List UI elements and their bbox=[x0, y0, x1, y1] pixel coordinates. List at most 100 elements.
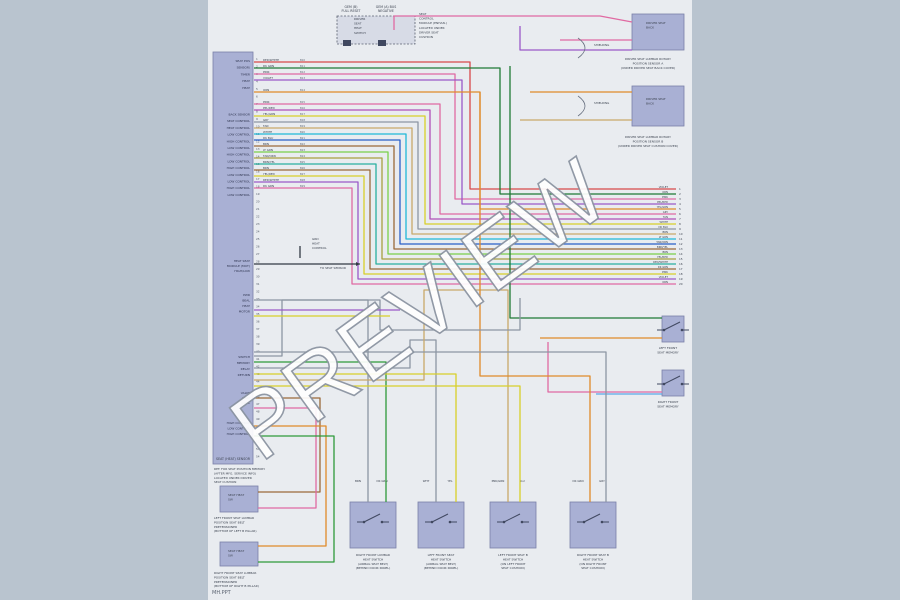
wire-color-label: LT GRN bbox=[263, 148, 273, 152]
bottom-switch-label: SEAT CUSHION) bbox=[581, 566, 605, 570]
pin-number: 38 bbox=[256, 335, 260, 339]
pin-number: 37 bbox=[256, 327, 260, 331]
pin-number: 14 bbox=[256, 155, 260, 159]
top-switch-box-label: SEAT bbox=[419, 12, 427, 16]
wire-to-right-edge bbox=[254, 103, 676, 215]
pin-number: 49 bbox=[256, 417, 260, 421]
left-module-pin-label: LOW CONTROL bbox=[228, 146, 251, 150]
left-module-label: SEAT (HEAT) SENSOR bbox=[216, 457, 251, 461]
wire-bottom-switch-1a bbox=[254, 299, 369, 502]
bottom-switch-wire-label: PNK/GRN bbox=[492, 479, 505, 483]
wire-circuit-label: B24 bbox=[300, 154, 305, 158]
pin-number: 39 bbox=[256, 342, 260, 346]
right-edge-pin: 7 bbox=[679, 217, 681, 221]
right-edge-wire-label: TAN bbox=[663, 215, 668, 219]
wire-circuit-label: B29 bbox=[300, 184, 305, 188]
pin-number: 27 bbox=[256, 252, 260, 256]
pin-number: 28 bbox=[256, 260, 260, 264]
right-switch-b-label: RIGHT FRONT bbox=[658, 400, 679, 404]
wire-top-sensor-b bbox=[519, 26, 632, 51]
twisted-pair-mid bbox=[577, 95, 586, 117]
wire-to-right-edge bbox=[254, 121, 676, 230]
bottom-switch-wire-label: GRY bbox=[599, 479, 605, 483]
wire-color-label: PINK bbox=[263, 70, 270, 74]
wire-bottom-switch-1b bbox=[254, 361, 387, 502]
wire-to-right-edge bbox=[254, 67, 676, 195]
left-module-bottom-pin: HIGH CONTROL bbox=[227, 421, 251, 425]
bottom-switch-label: (BEHIND DOOR PANEL) bbox=[424, 566, 459, 570]
right-edge-pin: 11 bbox=[679, 237, 683, 241]
lower-left-module-b-body bbox=[219, 541, 259, 567]
left-module-pin-label: HEAT bbox=[242, 79, 250, 83]
right-edge-pin: 2 bbox=[679, 192, 681, 196]
left-module-pin-label: LOW CONTROL bbox=[228, 173, 251, 177]
wire-color-label: PPL/RED bbox=[263, 106, 275, 110]
pin-number: 1 bbox=[256, 57, 258, 61]
wire-bottom-switch-3a bbox=[254, 289, 509, 502]
top-switch-box bbox=[336, 15, 416, 45]
left-module-lower-label: RETURN bbox=[238, 373, 250, 377]
left-module-pin-label: SENSOR/ bbox=[237, 66, 251, 70]
wire-circuit-label: B20 bbox=[300, 130, 305, 134]
pin-number: 19 bbox=[256, 192, 260, 196]
pin-number: 47 bbox=[256, 402, 260, 406]
right-edge-wire-label: BRN bbox=[662, 250, 668, 254]
left-module-pin-label: SEAT POS bbox=[236, 59, 251, 63]
bottom-switch-label: (AIRBAG SEAT BELT) bbox=[358, 562, 388, 566]
right-edge-pin: 16 bbox=[679, 262, 683, 266]
wire-circuit-label: B21 bbox=[300, 136, 305, 140]
lower-left-module-b-label: RIGHT FRONT SEAT LUMBAR bbox=[214, 571, 256, 575]
left-module-mid-label: MODULE (MOT) bbox=[227, 264, 250, 268]
left-module-pin-label: HEAT CONTROL bbox=[227, 126, 251, 130]
pin-number: 9 bbox=[256, 117, 258, 121]
left-module-pin-label: BACK SENSOR bbox=[229, 113, 250, 117]
wire-to-right-edge bbox=[254, 169, 676, 270]
right-edge-wire-label: PINK bbox=[662, 270, 668, 274]
wire-to-right-edge bbox=[254, 79, 676, 205]
left-module-pin-label: HIGH CONTROL bbox=[227, 153, 251, 157]
right-module-top-label: (UNDER DRIVER SEAT BACK COVER) bbox=[621, 66, 675, 70]
lower-left-module-b-label: POSITION SEAT BELT bbox=[214, 575, 245, 579]
pin-number: 52 bbox=[256, 440, 260, 444]
wire-color-label: WHITE bbox=[263, 130, 272, 134]
wire-to-right-edge bbox=[254, 61, 676, 190]
right-edge-wire-label: PPL/RED bbox=[657, 200, 668, 204]
wire-to-right-edge bbox=[254, 175, 676, 275]
bottom-note: LOCATED UNDER DRIVER bbox=[214, 476, 252, 480]
wire-circuit-label: B14 bbox=[300, 88, 305, 92]
pin-number: 24 bbox=[256, 230, 260, 234]
right-edge-pin: 13 bbox=[679, 247, 683, 251]
right-edge-wire-label: YEL/RED bbox=[657, 255, 668, 259]
left-module-pin-label: LOW CONTROL bbox=[228, 193, 251, 197]
pin-number: 51 bbox=[256, 432, 260, 436]
wire-color-label: VIOLET bbox=[263, 76, 273, 80]
pin-number: 4 bbox=[256, 80, 258, 84]
wire-right-switch-a bbox=[509, 66, 662, 319]
pin-number: 53 bbox=[256, 447, 260, 451]
wire-to-right-edge bbox=[254, 115, 676, 225]
pin-number: 17 bbox=[256, 177, 260, 181]
right-module-mid-text: BACK bbox=[646, 101, 655, 105]
bottom-switch-label: (ON LEFT FRONT bbox=[500, 562, 525, 566]
bottom-switch-label: RIGHT FRONT SEAT B bbox=[577, 553, 609, 557]
right-edge-wire-label: VIOLET bbox=[659, 185, 669, 189]
top-connector-a-label: GEM (B) bbox=[345, 5, 358, 9]
right-edge-wire-label: GRY bbox=[663, 210, 669, 214]
wire-mid-loop bbox=[254, 298, 521, 331]
bottom-switch-wire-label: DK GRN bbox=[376, 479, 387, 483]
wire-to-right-edge bbox=[254, 181, 676, 280]
bottom-switch-wire-label: BLU bbox=[519, 479, 524, 483]
right-switch-b-blade bbox=[663, 375, 681, 385]
pin-number: 22 bbox=[256, 215, 260, 219]
right-edge-wire-label: BRN/YEL bbox=[657, 245, 669, 249]
right-edge-pin: 15 bbox=[679, 257, 683, 261]
pin-number: 48 bbox=[256, 410, 260, 414]
bottom-note: REF. FOR SEAT POSITION MEMORY bbox=[214, 467, 265, 471]
bottom-switch-blade bbox=[583, 513, 601, 523]
bottom-switch-label: HEAT SWITCH bbox=[503, 557, 524, 561]
wire-circuit-label: B11 bbox=[300, 64, 305, 68]
top-switch-box-label: CUSHION bbox=[419, 35, 433, 39]
left-module-group-label: PWR bbox=[243, 293, 250, 297]
twisted-pair-top bbox=[577, 37, 586, 59]
lower-left-module-b-label: PRETENSIONER bbox=[214, 580, 237, 584]
